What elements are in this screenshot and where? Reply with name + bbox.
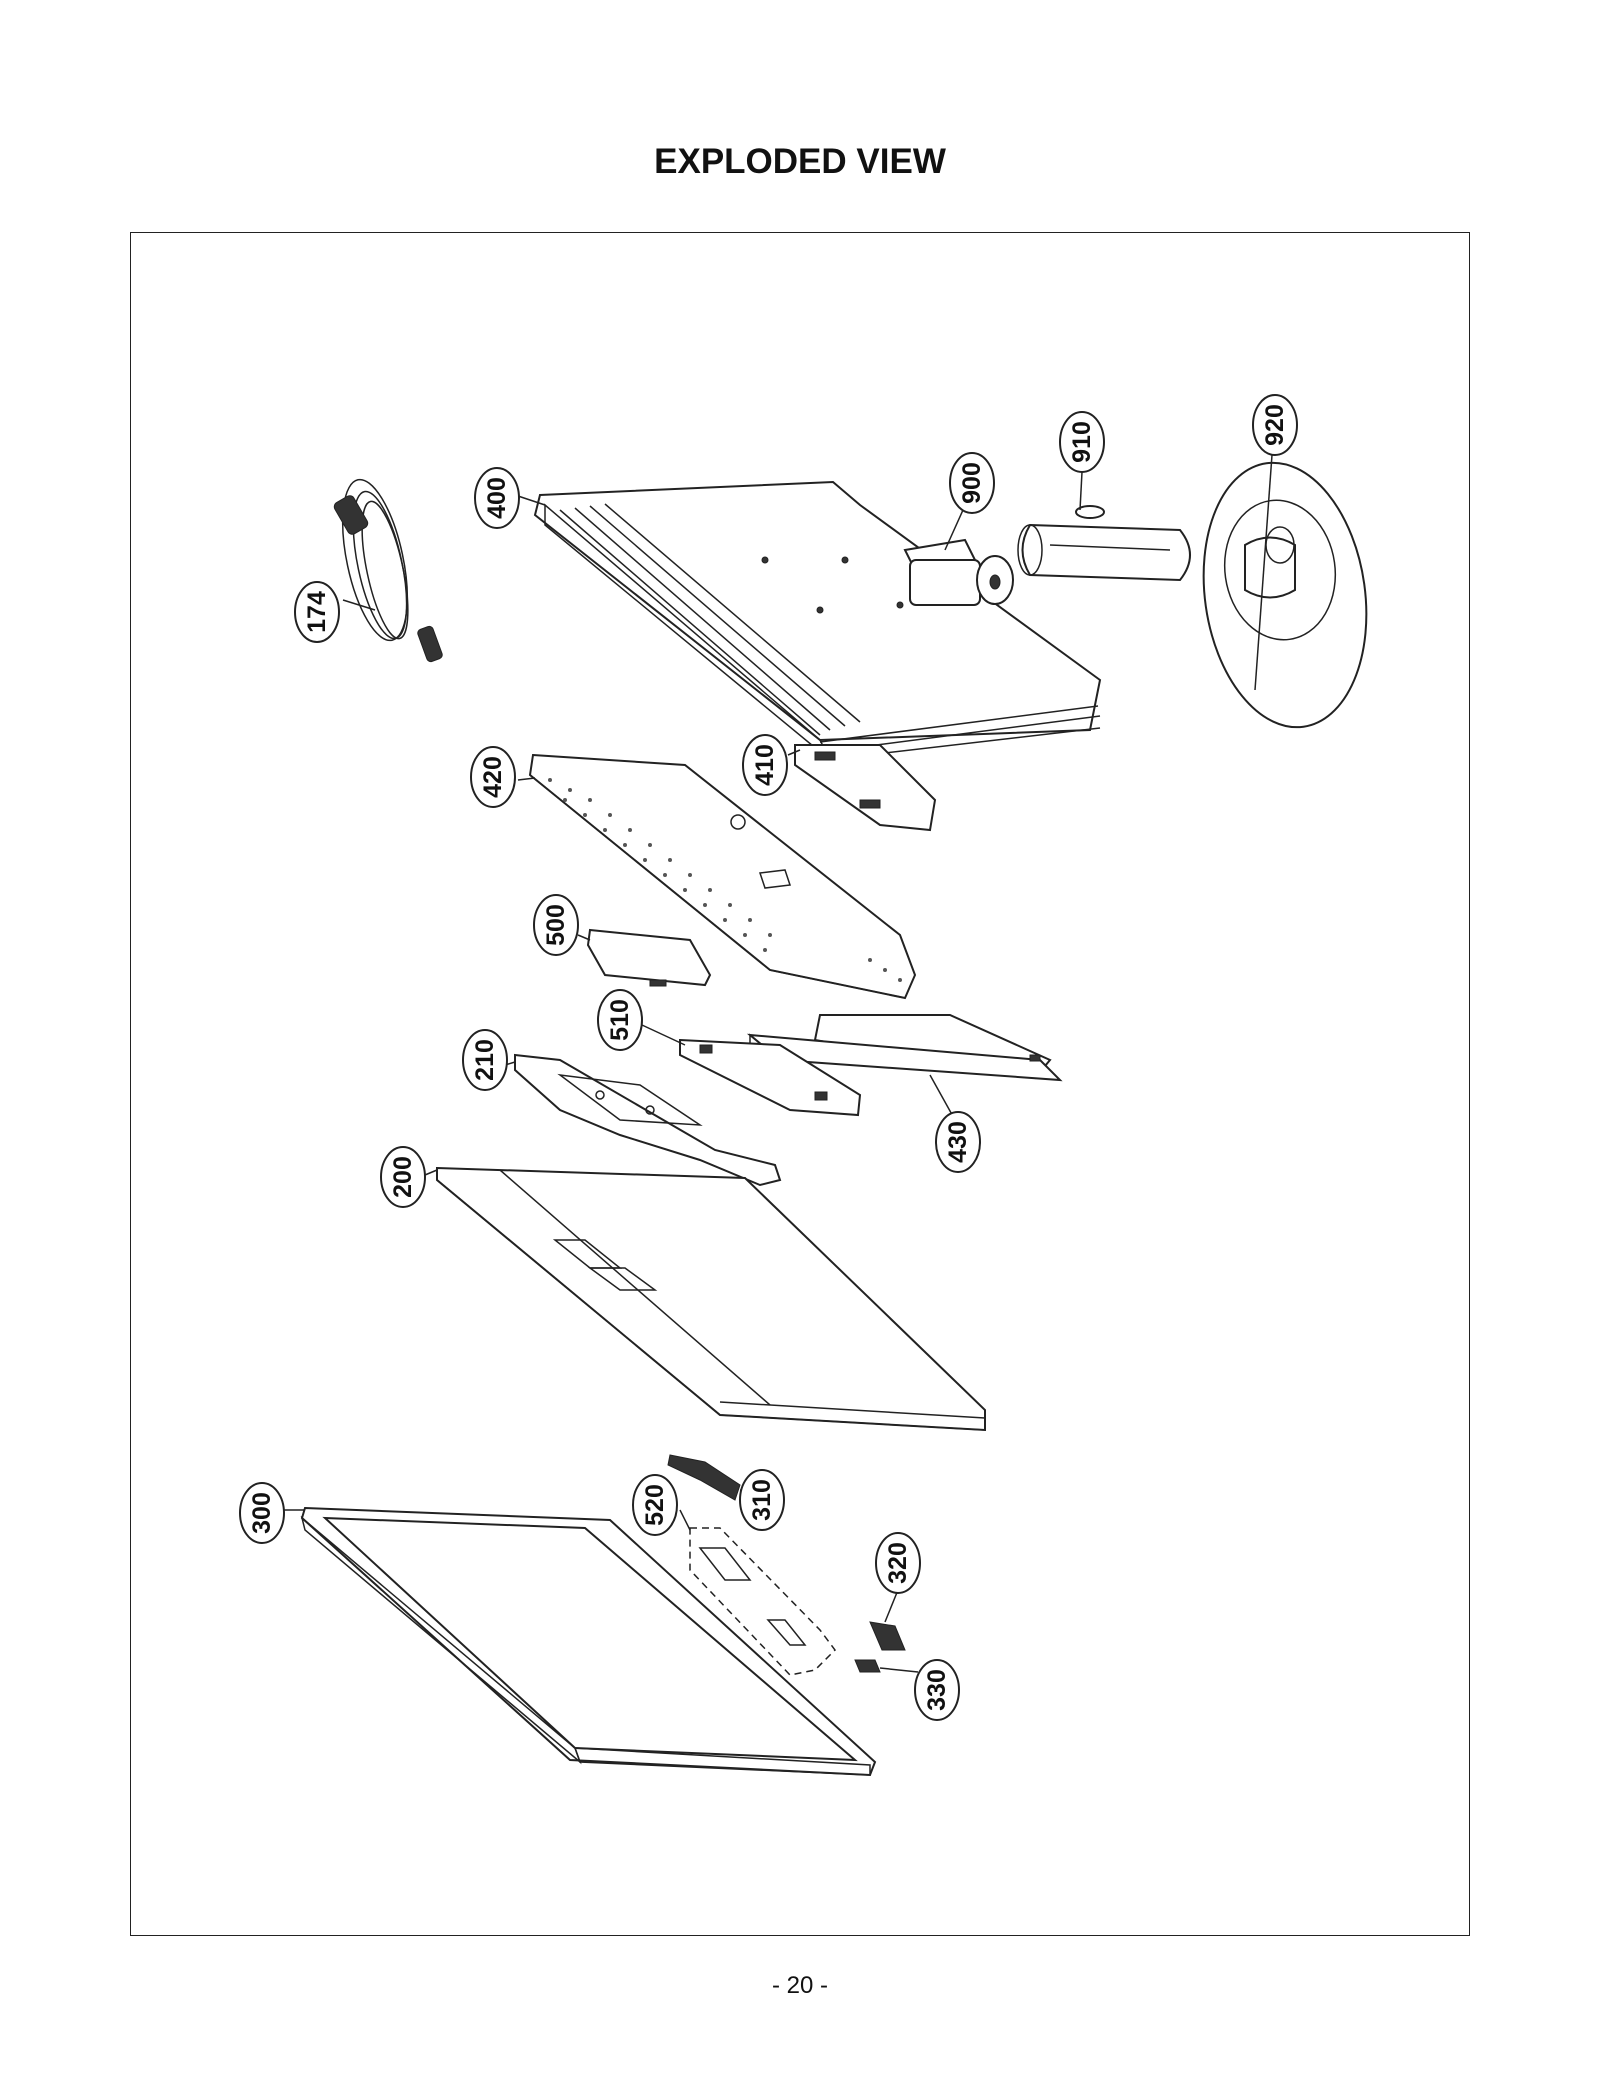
callout-200: 200: [380, 1146, 426, 1208]
callout-900: 900: [949, 452, 995, 514]
part-910-stand-neck: [1017, 505, 1191, 582]
part-330-knob: [854, 1659, 881, 1673]
part-400-back-cover: [533, 480, 1102, 761]
page-number: - 20 -: [771, 1972, 828, 1999]
callout-410: 410: [742, 734, 788, 796]
callout-400: 400: [474, 467, 520, 529]
part-420-shield-case: [528, 753, 917, 1000]
part-520-board: [689, 1527, 836, 1676]
callout-330: 330: [914, 1659, 960, 1721]
callout-label-310: 310: [748, 1479, 776, 1521]
part-310-button-board: [667, 1454, 741, 1501]
callout-320: 320: [875, 1532, 921, 1594]
callout-910: 910: [1059, 411, 1105, 473]
callout-174: 174: [294, 581, 340, 643]
callout-label-430: 430: [944, 1121, 972, 1163]
callout-420: 420: [470, 746, 516, 808]
callout-label-200: 200: [389, 1156, 417, 1198]
callout-label-420: 420: [479, 756, 507, 798]
leader-lines: [282, 454, 1273, 1673]
callout-label-920: 920: [1261, 404, 1289, 446]
part-500-board: [586, 928, 712, 987]
callout-label-174: 174: [303, 591, 331, 633]
part-900-hinge: [903, 538, 1014, 606]
callout-label-910: 910: [1068, 421, 1096, 463]
part-300-front-cover: [300, 1506, 877, 1777]
callout-label-500: 500: [542, 904, 570, 946]
part-174-power-cord: [333, 478, 443, 663]
callout-label-330: 330: [923, 1669, 951, 1711]
callout-210: 210: [462, 1029, 508, 1091]
callout-label-300: 300: [248, 1492, 276, 1534]
callout-920: 920: [1252, 394, 1298, 456]
callout-label-320: 320: [884, 1542, 912, 1584]
part-410-bracket: [794, 744, 937, 832]
callout-label-410: 410: [751, 744, 779, 786]
part-510-board: [679, 1038, 862, 1117]
callouts: 174 400 900 910 920 410 420 500: [239, 394, 1298, 1721]
part-200-lcd-panel: [436, 1166, 986, 1432]
callout-310: 310: [739, 1469, 785, 1531]
callout-label-900: 900: [958, 462, 986, 504]
callout-label-210: 210: [471, 1039, 499, 1081]
callout-300: 300: [239, 1482, 285, 1544]
callout-label-400: 400: [483, 477, 511, 519]
callout-520: 520: [632, 1474, 678, 1536]
part-210-bracket: [514, 1053, 782, 1187]
part-320-switch: [869, 1621, 906, 1651]
page-title: EXPLODED VIEW: [654, 142, 946, 181]
callout-510: 510: [597, 989, 643, 1051]
callout-500: 500: [533, 894, 579, 956]
callout-label-510: 510: [606, 999, 634, 1041]
diagram-frame: [130, 232, 1470, 1936]
part-920-stand-base: [1202, 461, 1368, 729]
callout-label-520: 520: [641, 1484, 669, 1526]
callout-430: 430: [935, 1111, 981, 1173]
